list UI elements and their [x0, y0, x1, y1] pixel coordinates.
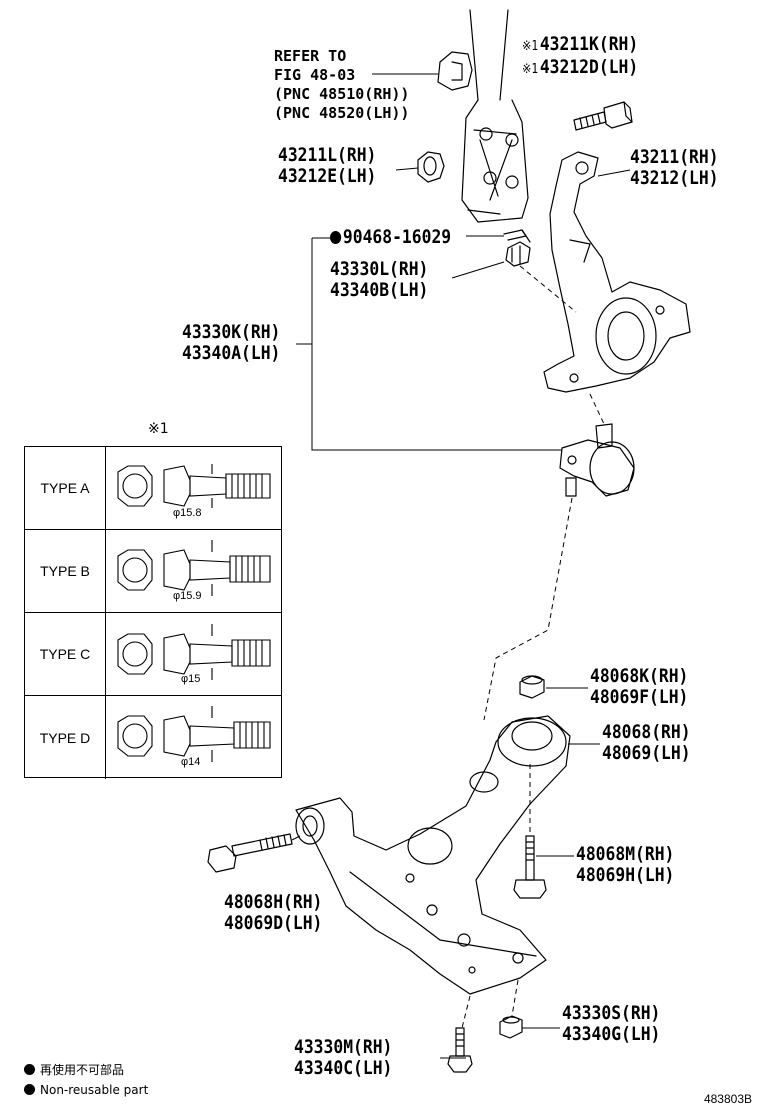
bolt-43211k — [573, 101, 633, 131]
reference-note: REFER TO FIG 48-03 (PNC 48510(RH)) (PNC … — [274, 47, 410, 122]
label-90468-16029[interactable]: 90468-16029 — [330, 227, 451, 248]
label-48068h[interactable]: 48068H(RH) 48069D(LH) — [224, 891, 323, 934]
diameter-label: φ15.9 — [173, 590, 202, 602]
non-reusable-dot — [24, 1084, 35, 1095]
non-reusable-dot — [24, 1064, 35, 1075]
type-label: TYPE D — [25, 696, 106, 779]
type-row: TYPE C φ15 — [25, 613, 281, 696]
type-c-drawing — [117, 624, 271, 680]
legend-japanese: 再使用不可部品 — [24, 1062, 124, 1078]
type-label: TYPE C — [25, 613, 106, 695]
strut-assembly — [461, 9, 529, 223]
figure-code: 483803B — [703, 1092, 752, 1106]
leader-lines — [291, 73, 631, 1059]
type-a-drawing — [117, 464, 271, 508]
lower-control-arm — [295, 715, 571, 995]
type-row: TYPE D φ14 — [25, 696, 281, 779]
label-43211l[interactable]: 43211L(RH) 43212E(LH) — [278, 144, 377, 187]
label-43211[interactable]: 43211(RH) 43212(LH) — [630, 146, 719, 189]
type-row: TYPE A φ15.8 — [25, 447, 281, 530]
diameter-label: φ15 — [181, 673, 201, 685]
label-48068k[interactable]: 48068K(RH) 48069F(LH) — [590, 665, 689, 708]
type-table-drawings — [117, 464, 271, 762]
steering-knuckle — [543, 151, 691, 393]
type-label: TYPE B — [25, 530, 106, 612]
castle-nut — [505, 241, 531, 267]
label-43330m[interactable]: 43330M(RH) 43340C(LH) — [294, 1036, 393, 1079]
non-reusable-dot — [330, 231, 342, 244]
clamp-bracket — [437, 51, 473, 91]
cotter-pin — [503, 229, 531, 243]
bolt-43330m — [447, 1027, 473, 1073]
type-b-drawing — [117, 540, 271, 596]
label-43330s[interactable]: 43330S(RH) 43340G(LH) — [562, 1002, 661, 1045]
nut-48068k — [519, 675, 545, 699]
label-43330k[interactable]: 43330K(RH) 43340A(LH) — [182, 321, 281, 364]
label-43211k[interactable]: ※143211K(RH) ※143212D(LH) — [522, 33, 639, 78]
legend-english: Non-reusable part — [24, 1082, 148, 1098]
type-d-drawing — [117, 706, 271, 762]
label-48068[interactable]: 48068(RH) 48069(LH) — [602, 721, 691, 764]
type-row: TYPE B φ15.9 — [25, 530, 281, 613]
type-label: TYPE A — [25, 447, 106, 529]
bolt-48068m — [513, 835, 547, 899]
ball-joint — [559, 423, 635, 497]
label-48068m[interactable]: 48068M(RH) 48069H(LH) — [576, 843, 675, 886]
type-table: TYPE A φ15.8 TYPE B φ15.9 TYPE C φ15 TYP… — [24, 446, 282, 779]
diameter-label: φ14 — [181, 756, 201, 768]
type-table-mark: ※1 — [148, 421, 169, 437]
bolt-48068h — [207, 833, 293, 873]
nut-43330s — [499, 1015, 523, 1039]
nut-43211l — [417, 151, 445, 183]
diameter-label: φ15.8 — [173, 507, 202, 519]
assembly-lines — [461, 265, 605, 1029]
label-43330l[interactable]: 43330L(RH) 43340B(LH) — [330, 258, 429, 301]
